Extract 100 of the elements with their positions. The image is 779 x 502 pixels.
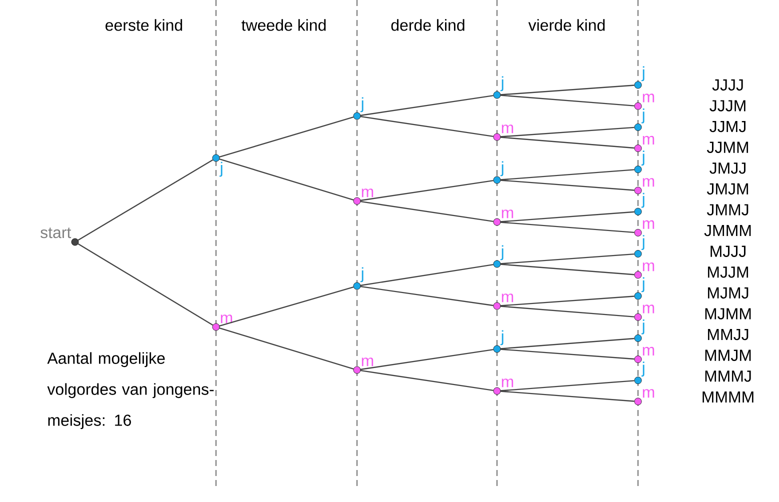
tree-branch xyxy=(500,84,634,96)
tree-branch xyxy=(360,348,494,370)
tree-branch xyxy=(500,222,634,234)
outcome-label: JJMJ xyxy=(710,121,746,132)
node-label: j xyxy=(641,235,644,250)
node-label: j xyxy=(641,319,644,334)
node-label: m xyxy=(642,136,654,144)
node-label: start xyxy=(40,228,72,238)
outcome-label: JMJJ xyxy=(710,162,746,174)
node-label: m xyxy=(502,378,514,388)
node-label: j xyxy=(360,267,364,282)
tree-branch xyxy=(360,286,494,306)
tree-point: j xyxy=(493,161,504,184)
outcome-label: JMMM xyxy=(704,225,751,236)
tree-point: j xyxy=(634,66,644,89)
tree-point: m xyxy=(493,294,514,310)
node-label: j xyxy=(500,330,504,346)
tree-point: m xyxy=(493,378,514,395)
tree-point: j xyxy=(493,76,504,99)
tree-point: j xyxy=(634,108,644,131)
tree-point: j xyxy=(634,192,644,216)
node-label: m xyxy=(502,210,514,218)
node-label: m xyxy=(220,314,232,324)
tree-point: j xyxy=(212,154,222,177)
tree-branch xyxy=(360,370,494,392)
node-label: m xyxy=(642,220,654,229)
column-header: tweede kind xyxy=(242,19,326,31)
tree-branch xyxy=(360,94,494,116)
tree-branch xyxy=(500,180,634,191)
tree-branch xyxy=(218,327,354,370)
node-label: m xyxy=(642,94,654,102)
outcome-label: JMMJ xyxy=(706,204,748,216)
outcome-label: MMMM xyxy=(702,391,754,402)
tree-branch xyxy=(360,200,494,222)
outcome-label: JMJM xyxy=(706,183,748,195)
tree-branch xyxy=(500,380,634,392)
node-label: j xyxy=(500,76,504,92)
tree-branch xyxy=(77,243,214,326)
tree-point: m xyxy=(353,358,374,374)
tree-point: m xyxy=(634,346,654,363)
tree-branch xyxy=(500,390,634,402)
tree-branch xyxy=(500,136,634,149)
tree-branch xyxy=(500,338,634,350)
tree-point: j xyxy=(634,319,644,342)
tree-point: m xyxy=(493,124,514,141)
node-label: j xyxy=(641,362,644,377)
tree-branch xyxy=(218,286,354,327)
tree-point: m xyxy=(353,188,374,205)
node-label: j xyxy=(500,161,504,176)
outcome-label: MJMJ xyxy=(708,287,748,299)
tree-branch xyxy=(500,296,634,306)
note-text: Aantal mogelijke volgordes van jongens-meisjes: 16 xyxy=(47,352,214,430)
tree-branch xyxy=(500,348,634,360)
outcome-label: MJMM xyxy=(705,308,751,320)
node-label: m xyxy=(642,304,654,314)
tree-branch xyxy=(500,126,634,138)
outcome-label: MMJJ xyxy=(708,329,748,340)
tree-branch xyxy=(218,116,354,158)
node-label: m xyxy=(642,346,654,356)
node-label: m xyxy=(642,262,654,272)
column-header: eerste kind xyxy=(106,19,182,31)
outcome-label: MMJM xyxy=(705,350,751,361)
node-label: j xyxy=(360,97,364,112)
tree-point: j xyxy=(493,245,504,268)
tree-point: m xyxy=(634,136,654,152)
outcome-label: JJJM xyxy=(710,100,746,112)
tree-point: j xyxy=(634,362,644,384)
node-label: m xyxy=(362,188,374,198)
outcome-label: JJMM xyxy=(706,142,748,153)
tree-branch xyxy=(500,169,634,180)
tree-branch xyxy=(500,94,634,106)
tree-point: j xyxy=(634,150,644,174)
tree-point: j xyxy=(634,277,644,300)
node-label: m xyxy=(502,124,514,134)
node-label: m xyxy=(642,389,654,398)
tree-point: j xyxy=(493,330,504,353)
tree-branch xyxy=(360,180,494,202)
tree-branch xyxy=(500,264,634,276)
column-header: derde kind xyxy=(391,19,464,31)
tree-point: j xyxy=(353,267,364,290)
tree-point: m xyxy=(212,314,232,331)
outcome-label: MMMJ xyxy=(705,370,751,382)
outcome-label: JJJJ xyxy=(712,79,743,91)
tree-branch xyxy=(218,158,354,200)
node-label: j xyxy=(641,277,644,292)
node-label: m xyxy=(362,358,374,366)
tree-branch xyxy=(360,264,494,286)
node-label: j xyxy=(500,245,504,260)
tree-point: m xyxy=(634,389,654,406)
outcome-label: MJJM xyxy=(708,266,748,278)
node-label: j xyxy=(219,162,222,177)
node-label: m xyxy=(642,178,654,187)
tree-point: m xyxy=(493,210,514,226)
tree-point: m xyxy=(634,304,654,321)
node-label: m xyxy=(502,294,514,302)
tree-branch xyxy=(77,159,214,241)
tree-branch xyxy=(360,116,494,138)
node-label: j xyxy=(641,150,644,166)
node-label: j xyxy=(641,108,644,124)
column-header: vierde kind xyxy=(528,19,605,31)
